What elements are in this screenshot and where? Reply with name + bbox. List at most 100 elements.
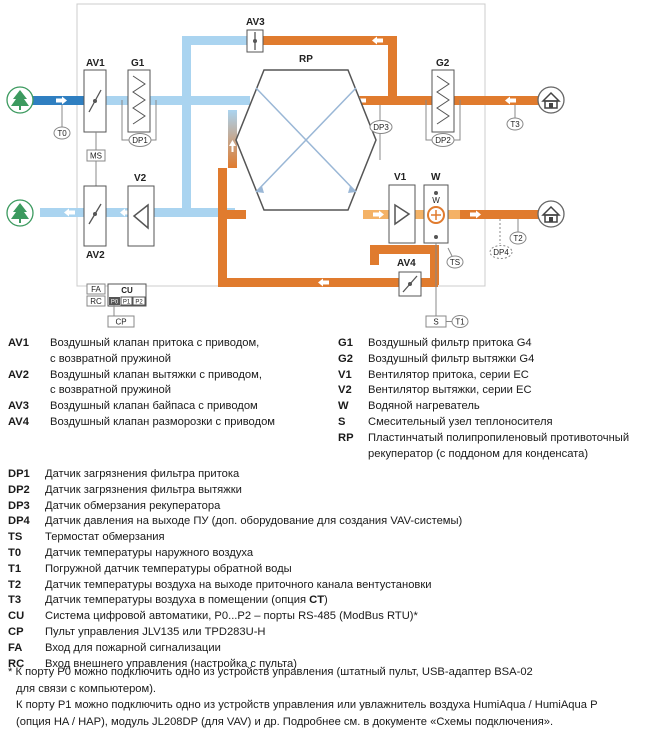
- house-icon: [537, 200, 565, 228]
- legend-row: DP4 Датчик давления на выходе ПУ (доп. об…: [8, 514, 658, 530]
- legend-desc: Система цифровой автоматики, P0...P2 – п…: [45, 610, 418, 623]
- footnote-line: К порту P1 можно подключить одно из устр…: [16, 699, 598, 711]
- legend-row: T3 Датчик температуры воздуха в помещении…: [8, 593, 658, 609]
- legend-desc: Датчик давления на выходе ПУ (доп. обору…: [45, 515, 463, 528]
- legend-code: V2: [338, 384, 352, 397]
- av1-label: AV1: [86, 58, 105, 69]
- legend-row: FA Вход для пожарной сигнализации: [8, 641, 658, 657]
- av4-damper: AV4: [397, 258, 422, 297]
- legend-desc: Датчик загрязнения фильтра притока: [45, 468, 240, 480]
- legend-desc: Вход внешнего управления (настройка с пу…: [45, 657, 297, 670]
- legend-row: AV3 Воздушный клапан байпаса с приводом: [8, 399, 338, 415]
- legend-desc: Вентилятор вытяжки, серии EC: [368, 384, 532, 397]
- legend-code: T1: [8, 562, 22, 575]
- t3-label: T3: [510, 120, 520, 129]
- legend-code: DP2: [8, 483, 30, 496]
- legend-row: TS Термостат обмерзания: [8, 530, 658, 546]
- v1-label: V1: [394, 172, 407, 183]
- legend-desc: Вход для пожарной сигнализации: [45, 641, 221, 654]
- dp2-label: DP2: [435, 136, 451, 145]
- ventilation-diagram: RP AV3 AV1 MS AV2 G1 DP1 V2: [6, 3, 565, 328]
- dp4-label: DP4: [493, 248, 509, 257]
- heat-recuperator: RP: [235, 54, 377, 211]
- w-label: W: [431, 172, 441, 183]
- control-unit: FA RC CU P0 P1 P2 CP: [86, 283, 147, 328]
- legend-code: DP4: [8, 515, 30, 528]
- p1-label: P1: [123, 300, 131, 306]
- av3-label: AV3: [246, 17, 265, 28]
- legend-code: AV3: [8, 400, 29, 413]
- av2-damper: AV2: [83, 185, 107, 261]
- p2-label: P2: [135, 300, 143, 306]
- legend-code: RP: [338, 431, 354, 444]
- legend-row: RP Пластинчатый полипропиленовый противот…: [338, 431, 658, 447]
- legend-desc: Вентилятор притока, серии EC: [368, 368, 529, 381]
- cu-label: CU: [121, 286, 133, 295]
- t2-label: T2: [513, 234, 523, 243]
- legend-code: T0: [8, 546, 22, 559]
- legend-desc: Смесительный узел теплоносителя: [368, 415, 553, 428]
- legend-desc: Термостат обмерзания: [45, 531, 165, 544]
- legend-desc: Воздушный фильтр вытяжки G4: [368, 352, 535, 365]
- t1-label: T1: [455, 318, 465, 327]
- legend-desc: Воздушный фильтр притока G4: [368, 337, 532, 349]
- av3-damper: AV3: [246, 17, 265, 53]
- legend-desc: Пластинчатый полипропиленовый противоточ…: [368, 431, 630, 444]
- legend-code: FA: [8, 641, 23, 654]
- legend-row: G2 Воздушный фильтр вытяжки G4: [338, 352, 658, 368]
- legend-code: CU: [8, 610, 25, 623]
- ms-label: MS: [90, 152, 102, 161]
- rc-label: RC: [90, 297, 102, 306]
- legend-desc: Воздушный клапан разморозки с приводом: [50, 415, 275, 428]
- w-heater: W W: [423, 172, 449, 244]
- legend-code: G2: [338, 352, 353, 365]
- cp-label: CP: [115, 318, 126, 327]
- footnotes: * К порту P0 можно подключить одно из ус…: [8, 664, 656, 730]
- dp3-sensor: [369, 120, 393, 134]
- legend-desc-bold: CT: [309, 594, 325, 607]
- dp3-label: DP3: [373, 123, 389, 132]
- t0-label: T0: [57, 129, 67, 138]
- v2-fan: V2: [127, 173, 155, 247]
- legend-code: S: [338, 415, 346, 428]
- dp1-label: DP1: [132, 136, 148, 145]
- legend-row: W Водяной нагреватель: [338, 399, 658, 415]
- w-small-label: W: [432, 196, 440, 205]
- av2-label: AV2: [86, 250, 105, 261]
- legend-desc: Датчик температуры воздуха в помещении (…: [45, 594, 310, 607]
- legend-code: TS: [8, 531, 23, 544]
- legend-row: T1 Погружной датчик температуры обратной …: [8, 562, 658, 578]
- v1-fan: V1: [388, 172, 416, 244]
- legend-row: CP Пульт управления JLV135 или TPD283U-H: [8, 625, 658, 641]
- legend-desc-cont: рекуператор (с поддоном для конденсата): [368, 447, 589, 460]
- legend-desc-end: ): [324, 594, 328, 607]
- p0-label: P0: [111, 300, 119, 306]
- legend-desc: Воздушный клапан байпаса с приводом: [50, 400, 258, 413]
- legend-row: CU Система цифровой автоматики, P0...P2 –…: [8, 609, 658, 625]
- legend-desc: Водяной нагреватель: [368, 400, 480, 413]
- v2-label: V2: [134, 173, 147, 184]
- legend-desc-cont: с возвратной пружиной: [50, 384, 172, 397]
- tree-icon: [6, 199, 34, 227]
- g2-label: G2: [436, 58, 450, 69]
- legend-code: T3: [8, 594, 22, 607]
- legend-code: W: [338, 400, 349, 413]
- legend-row: с возвратной пружиной: [8, 383, 338, 399]
- legend-desc: Датчик температуры воздуха на выходе при…: [45, 578, 432, 591]
- legend-desc: Пульт управления JLV135 или TPD283U-H: [45, 625, 266, 638]
- legend-desc: Погружной датчик температуры обратной во…: [45, 562, 292, 575]
- footnote-line: для связи с компьютером).: [16, 682, 157, 695]
- legend-row: V2 Вентилятор вытяжки, серии EC: [338, 383, 658, 399]
- legend-code: CP: [8, 625, 24, 638]
- fa-label: FA: [91, 285, 101, 294]
